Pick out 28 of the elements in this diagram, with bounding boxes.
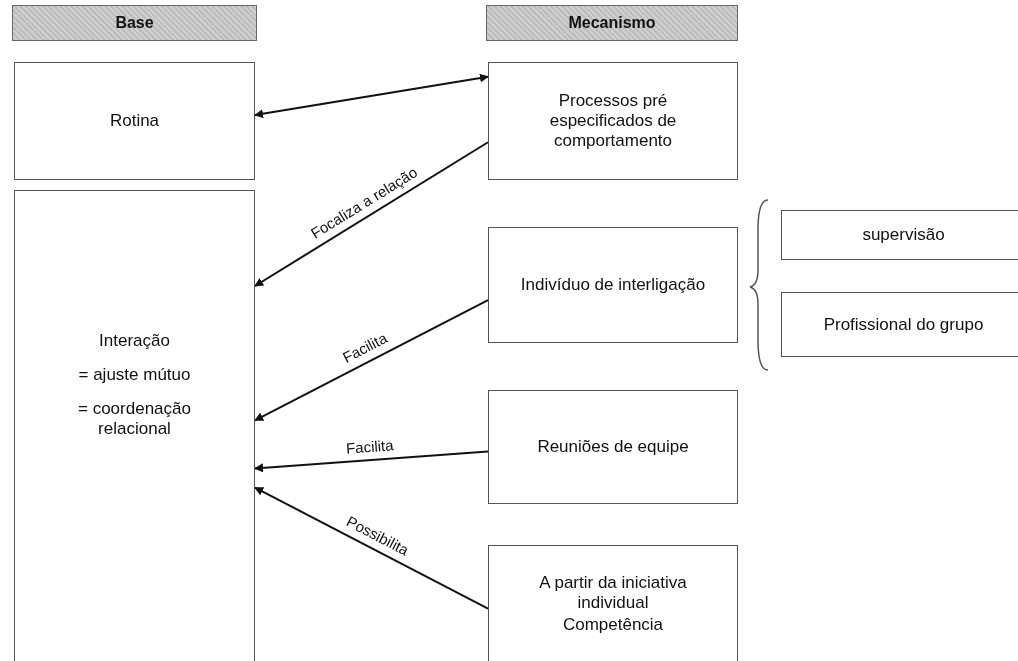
process-box: [781, 210, 1018, 260]
column-header: [12, 5, 257, 41]
arrow: [254, 299, 489, 422]
arrow: [254, 450, 489, 473]
node-text: Competência: [562, 615, 664, 635]
node-text: Indivíduo de interligação: [520, 275, 706, 295]
node-text: Profissional do grupo: [823, 314, 984, 335]
node-text: supervisão: [862, 225, 945, 245]
node-text: Rotina: [109, 111, 160, 131]
arrow: [254, 141, 489, 287]
node-text: Reuniões de equipe: [537, 437, 689, 457]
process-box: [14, 62, 255, 180]
process-box: [781, 292, 1018, 357]
process-box: [488, 62, 738, 180]
process-box: [488, 227, 738, 343]
node-text: A partir da iniciativa individual: [538, 573, 688, 613]
node-text: Processos pré especificados de comportamento: [548, 91, 678, 151]
arrow: [254, 73, 489, 119]
node-text: = ajuste mútuo: [78, 365, 191, 385]
process-box: [488, 545, 738, 661]
node-text: Mecanismo: [568, 14, 656, 32]
arrow: [254, 486, 489, 610]
node-text: Base: [115, 14, 154, 32]
node-text: = coordenação relacional: [77, 399, 192, 439]
node-text: Interação: [99, 331, 170, 351]
process-box: [488, 390, 738, 504]
column-header: [486, 5, 738, 41]
process-box: [14, 190, 255, 661]
